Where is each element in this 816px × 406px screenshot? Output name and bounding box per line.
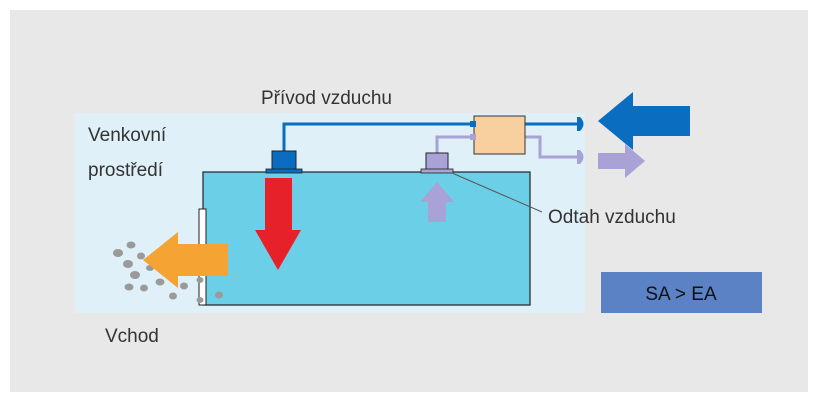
supply-intake-cap	[577, 117, 584, 131]
supply-down-arrow	[255, 178, 301, 270]
room	[202, 171, 531, 306]
outdoor-label-line1: Venkovní	[88, 125, 167, 146]
exhaust-duct	[435, 135, 472, 154]
supply-diffuser	[271, 150, 297, 171]
entrance-label: Vchod	[105, 326, 159, 347]
supply-duct	[282, 122, 472, 154]
exhaust-up-arrow	[420, 182, 454, 222]
exhaust-duct-out	[525, 135, 578, 159]
unit-port-top	[470, 121, 476, 127]
supply-diffuser-base	[265, 168, 303, 174]
exhaust-outlet-cap	[577, 150, 584, 164]
supply-air-label: Přívod vzduchu	[261, 88, 392, 109]
badge-text: SA > EA	[645, 284, 717, 305]
ventilation-unit	[473, 115, 526, 155]
outdoor-exhaust-arrow	[598, 144, 645, 178]
pressure-badge	[601, 272, 762, 313]
dust-particles	[113, 241, 223, 303]
exhaust-air-label: Odtah vzduchu	[548, 207, 676, 228]
unit-port-bottom	[470, 134, 476, 140]
outdoor-intake-arrow	[598, 92, 690, 150]
exhaust-grille	[425, 152, 449, 171]
exhaust-grille-base	[420, 168, 454, 174]
exhaust-leader-line	[451, 172, 543, 213]
outdoor-label-line2: prostředí	[88, 160, 164, 181]
entrance-airflow-arrow	[143, 232, 228, 288]
